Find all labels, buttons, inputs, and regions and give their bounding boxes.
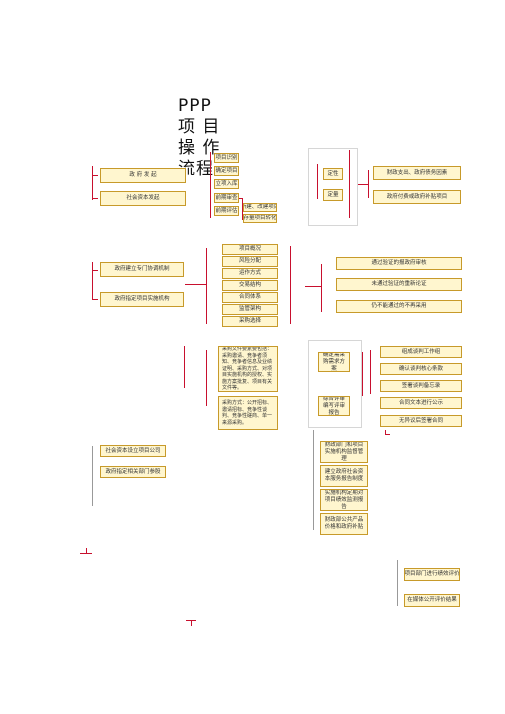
step-box: 项目识别 — [214, 153, 239, 163]
plan-item-box: 采购选择 — [222, 316, 278, 327]
connector — [368, 170, 369, 198]
qualification-box: 定性 — [323, 168, 343, 180]
result-box: 财政支出、政府债务因素 — [373, 166, 461, 180]
connector — [184, 346, 185, 388]
connector — [242, 198, 243, 220]
supervision-box: 建立政府社会资本服务报告制度 — [320, 465, 368, 487]
setup-box: 政府指定相关部门参股 — [100, 466, 166, 478]
outcome-box: 确认谈判核心条款 — [380, 363, 462, 375]
connector — [397, 560, 398, 606]
connector — [92, 166, 93, 200]
sub-step-box: 新建、改建项目 — [243, 203, 277, 212]
step-box: 前期审查 — [214, 193, 239, 203]
connector — [305, 286, 321, 287]
plan-item-box: 交易结构 — [222, 280, 278, 291]
page-title: PPP 项 目 操 作 流程 — [178, 96, 226, 180]
plan-item-box: 合同体系 — [222, 292, 278, 303]
qualification-panel — [308, 148, 358, 226]
marker — [191, 620, 192, 626]
verification-box: 仍不能通过的不再采用 — [336, 300, 462, 313]
supervision-box: 实施机构定期对项目绩效监测报告 — [320, 489, 368, 511]
initiation-box: 政 府 发 起 — [100, 168, 186, 183]
transfer-box: 在媒体公开评价结果 — [404, 594, 460, 607]
outcome-box: 合同文本进行公示 — [380, 397, 462, 409]
stage-box: 确定需采购需求方案 — [318, 352, 350, 372]
connector — [206, 350, 207, 406]
title-line: 操 作 — [178, 138, 221, 158]
connector — [206, 248, 207, 324]
outcome-box: 签署谈判备忘录 — [380, 380, 462, 392]
marker — [80, 553, 92, 554]
supervision-box: 财政部门和项目实施机构监督管理 — [320, 441, 368, 463]
connector — [362, 352, 363, 396]
connector — [92, 270, 98, 271]
plan-item-box: 风险分配 — [222, 256, 278, 267]
verification-box: 通过验证的报政府审核 — [336, 257, 462, 270]
org-box: 政府指定项目实施机构 — [100, 292, 184, 307]
procurement-note-box: 采购文件要素要包括：采购邀请、竞争者须知、竞争者信息及业绩证明、采购方式、对项目… — [218, 346, 278, 392]
plan-item-box: 运作方式 — [222, 268, 278, 279]
connector — [210, 152, 211, 218]
setup-box: 社会资本设立项目公司 — [100, 445, 166, 457]
transfer-box: 项目部门进行绩效评价 — [404, 568, 460, 581]
connector — [185, 284, 207, 285]
connector — [290, 246, 291, 324]
org-box: 政府建立专门协调机制 — [100, 262, 184, 277]
step-box: 立项入库 — [214, 179, 239, 189]
marker — [86, 548, 87, 553]
connector — [321, 264, 322, 312]
connector — [358, 184, 368, 185]
connector — [92, 446, 93, 506]
title-line: PPP — [178, 96, 212, 116]
connector — [370, 350, 371, 394]
connector — [92, 175, 98, 176]
marker — [385, 430, 386, 435]
evaluation-panel — [308, 340, 362, 428]
sub-step-box: 存量项目转化 — [243, 214, 277, 223]
result-box: 政府付费或政府补贴项目 — [373, 190, 461, 204]
supervision-box: 财政部公共产品价格和政府补贴 — [320, 513, 368, 535]
plan-item-box: 项目概况 — [222, 244, 278, 255]
connector — [317, 164, 318, 199]
connector — [313, 430, 314, 530]
outcome-box: 无异议后签署合同 — [380, 415, 462, 427]
initiation-box: 社会资本发起 — [100, 191, 186, 206]
connector — [349, 150, 350, 218]
connector — [92, 198, 98, 199]
verification-box: 未通过验证的重新论证 — [336, 278, 462, 291]
procurement-note-box: 采购方式：公开招标、邀请招标、竞争性谈判、竞争性磋商、单一来源采购。 — [218, 396, 278, 430]
step-box: 前期评估 — [214, 206, 239, 216]
connector — [239, 198, 243, 199]
title-line: 项 目 — [178, 117, 221, 137]
connector — [92, 262, 93, 300]
plan-item-box: 监管架构 — [222, 304, 278, 315]
outcome-box: 组成谈判工作组 — [380, 346, 462, 358]
step-box: 确定项目 — [214, 166, 239, 176]
connector — [92, 299, 98, 300]
stage-box: 综合评审编写评审报告 — [318, 396, 350, 416]
marker — [385, 434, 390, 435]
qualification-box: 定量 — [323, 189, 343, 201]
title-line: 流程 — [178, 159, 214, 179]
